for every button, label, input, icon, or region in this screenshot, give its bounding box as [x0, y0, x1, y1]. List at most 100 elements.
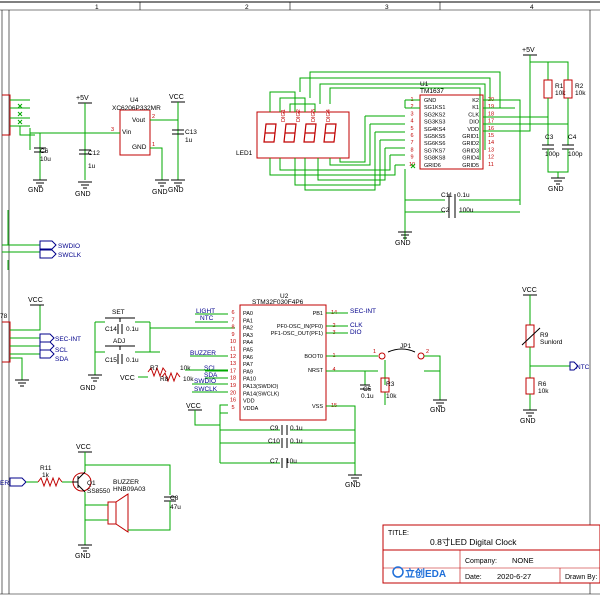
jp1-ref: JP1: [400, 343, 412, 350]
switch-adj: ADJ: [95, 338, 150, 353]
capacitor-c8: C8 47u: [164, 495, 181, 511]
r6-ref: R6: [538, 381, 547, 388]
gnd-label-c12: GND: [75, 191, 91, 198]
c7-ref: C7: [270, 458, 279, 465]
net-flag-er: ER: [0, 477, 27, 487]
net-flag-scl: SCL: [39, 341, 68, 354]
vcc-symbol-ntc: VCC: [522, 287, 537, 325]
led1-dig3: DIG3: [311, 109, 317, 122]
c5-val: 0.1u: [361, 393, 374, 400]
capacitor-c2: C2 100u: [441, 206, 474, 218]
net-sda-u2-label: SDA: [204, 372, 218, 379]
u2-left-pin-name: PA7: [243, 362, 253, 368]
gnd-symbol-u4: GND: [152, 179, 169, 196]
gnd-symbol-ntc: GND: [520, 409, 537, 425]
net-sda-label: SDA: [55, 356, 69, 363]
net-flag-sec-int: SEC-INT: [39, 333, 81, 343]
resistor-r8: R8 10k: [160, 371, 194, 383]
u4-pin3: 3: [111, 127, 114, 133]
company-value: NONE: [512, 556, 534, 565]
u1-right-pin-number: 17: [488, 119, 494, 125]
u2-left-pin-name: PA3: [243, 333, 253, 339]
capacitor-c14: C14 0.1u: [105, 324, 139, 334]
connector-ref: 78: [0, 313, 8, 320]
u1-right-pin-name: CLK: [468, 112, 479, 118]
plus5v-symbol-left: +5V: [76, 95, 92, 133]
vcc-label-rtc: VCC: [28, 297, 43, 304]
frame-col-4: 4: [530, 4, 534, 11]
net-clk-label: CLK: [350, 322, 363, 329]
led-display-led1: LED1 DIG1 DIG2 DIG3 DIG4: [236, 109, 350, 159]
jumper-jp1: JP1 1 2: [373, 343, 429, 360]
switch-set: SET: [95, 309, 150, 323]
u2-left-pin-number: 18: [230, 376, 236, 382]
c15-val: 0.1u: [126, 357, 139, 364]
c13-val: 1u: [185, 137, 193, 144]
gnd-label-u2: GND: [345, 482, 361, 489]
u1-right-pin-number: 19: [488, 104, 494, 110]
led1-dig2: DIG2: [296, 109, 302, 122]
u4-part: XC6206P332MR: [112, 105, 161, 112]
u1-left-pin-name: SG8KS8: [424, 156, 445, 162]
c8-ref: C8: [170, 495, 179, 502]
r8-val: 10k: [183, 376, 194, 383]
gnd-label-jp1: GND: [430, 407, 446, 414]
led1-ref: LED1: [236, 150, 253, 157]
u1-left-pin-name: SG4KS4: [424, 127, 445, 133]
u4-vout: Vout: [132, 117, 145, 124]
thermistor-r9: R9 Sunlord: [521, 324, 563, 348]
gnd-label-u4: GND: [152, 189, 168, 196]
vcc-label-u2: VCC: [186, 403, 201, 410]
r1-ref: R1: [555, 83, 564, 90]
u1-left-pin-name: GND: [424, 98, 436, 104]
net-swdio-label: SWDIO: [58, 243, 80, 250]
u1-right-pin-name: VDD: [467, 127, 479, 133]
u2-left-pin-name: PA9: [243, 369, 253, 375]
u1-right-pin-number: 14: [488, 140, 494, 146]
easyeda-logo-text: 立创EDA: [405, 567, 446, 580]
resistor-r3: R3 10k: [380, 377, 397, 400]
capacitor-c6: C6 10u: [34, 147, 51, 163]
capacitor-c3: C3 100p: [542, 134, 560, 158]
u2-right-pin-name: VSS: [312, 404, 323, 410]
capacitor-c7: C7 10u: [270, 458, 297, 468]
net-swdio-u2-label: SWDIO: [194, 378, 216, 385]
gnd-label-c13: GND: [168, 187, 184, 194]
r8-ref: R8: [160, 376, 169, 383]
c4-ref: C4: [568, 134, 577, 141]
r11-val: 1k: [42, 472, 50, 479]
net-light-label: LIGHT: [196, 308, 215, 315]
c13-ref: C13: [185, 129, 197, 136]
title-label: TITLE:: [388, 530, 409, 537]
u1-right-pin-name: K2: [472, 98, 479, 104]
vcc-label-ntc: VCC: [522, 287, 537, 294]
u2-left-pin-number: 16: [230, 398, 236, 404]
u1-right-pin-name: GRID3: [462, 148, 479, 154]
frame-col-2: 2: [245, 4, 249, 11]
net-swclk-label: SWCLK: [58, 252, 82, 259]
u2-left-pin-name: PA14(SWCLK): [243, 391, 279, 397]
u4-pin2: 2: [152, 114, 155, 120]
u2-right-pin-name: PF0-OSC_IN(PF0): [277, 324, 323, 330]
u1-left-pin-name: SG1KS1: [424, 105, 445, 111]
q1-part: SS8550: [87, 488, 111, 495]
gnd-symbol-c6: GND: [28, 179, 47, 194]
gnd-symbol-c12: GND: [75, 181, 92, 198]
u2-right-pin-name: NRST: [308, 368, 324, 374]
c6-val: 10u: [40, 156, 51, 163]
u2-left-pin-number: 10: [230, 339, 236, 345]
net-ntc-label: NTC: [576, 364, 590, 371]
u2-right-pin-name: PB1: [313, 311, 323, 317]
net-sec-int-label: SEC-INT: [55, 336, 81, 343]
gnd-label-c6: GND: [28, 187, 44, 194]
u2-left-pin-number: 19: [230, 383, 236, 389]
net-swclk-u2-label: SWCLK: [194, 386, 218, 393]
resistor-r6: R6 10k: [525, 377, 549, 395]
frame-col-1: 1: [95, 4, 99, 11]
c2-val: 100u: [459, 207, 474, 214]
net-flag-sda: SDA: [39, 349, 69, 363]
vcc-symbol-rtc: VCC: [28, 297, 44, 306]
c12-val: 1u: [88, 163, 96, 170]
